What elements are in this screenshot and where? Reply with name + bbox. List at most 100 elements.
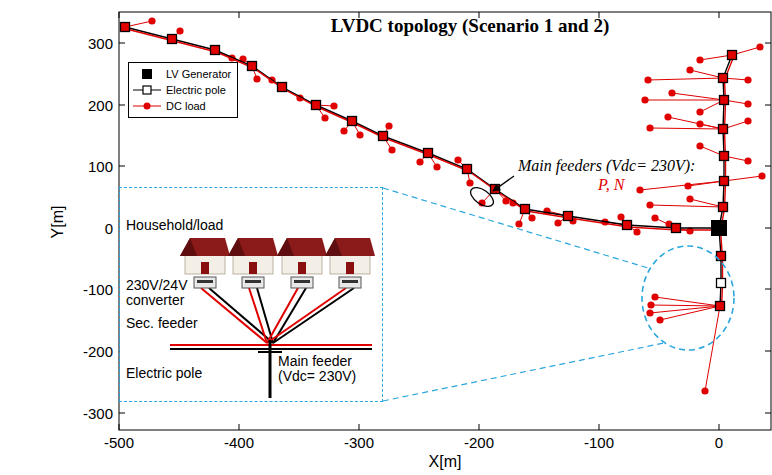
sec-feeder-n [209,288,273,343]
annotation-text: P, N [598,176,624,194]
house-door [346,262,354,274]
dc-load [388,146,395,153]
dc-load [686,195,693,202]
tick-label: -500 [104,434,134,451]
dc-load [356,131,363,138]
dc-load [744,117,751,124]
electric-pole [211,46,220,55]
chart-title: LVDC topology (Scenario 1 and 2) [331,15,610,37]
legend-sample [133,68,161,80]
house-roof [180,238,197,256]
y-tick [765,43,771,44]
converter-detail [342,280,358,283]
axis-title: Y[m] [49,206,67,239]
electric-pole [564,212,573,221]
x-tick [239,424,240,430]
electric-pole [719,74,728,83]
legend-marker [143,86,151,94]
dc-load [744,100,751,107]
inset-box: Household/load230V/24V converterSec. fee… [119,187,383,402]
x-tick [719,424,720,430]
house-wall [282,254,322,274]
axes-frame [119,12,771,430]
legend-box: LV GeneratorElectric pole DC load [128,62,238,118]
electric-pole [720,152,729,161]
dc-load [253,75,260,82]
inset-label: Main feeder (Vdc= 230V) [278,354,378,385]
dc-load [148,17,155,24]
converter [291,277,313,288]
annotation-text: Main feeders (Vdc= 230V): [518,157,695,175]
dc-load [644,76,651,83]
legend-sample [133,100,161,112]
electric-pole [248,62,257,71]
dc-load [176,27,183,34]
load-line [640,181,724,190]
dc-load [744,76,751,83]
zoom-ellipse [642,246,734,350]
house-roof [180,238,230,256]
house-door [249,262,257,274]
x-tick [719,12,720,18]
converter-detail [245,280,261,283]
electric-pole [168,35,177,44]
legend-swatch [142,69,152,79]
load-line [672,93,724,100]
tick-label: -300 [344,434,374,451]
electric-pole [728,51,737,60]
dc-load [633,228,640,235]
feeder-ellipse [467,184,496,210]
load-line [650,128,723,129]
tick-label: -300 [83,405,113,422]
dc-load [684,182,691,189]
x-tick [119,424,120,430]
tick-label: -400 [224,434,254,451]
zoom-line [383,188,648,268]
house-door [201,262,209,274]
electric-pole [717,279,726,288]
legend-text: Electric pole [166,84,226,96]
dc-load [696,56,703,63]
dc-load [744,157,751,164]
inset-label: 230V/24V converter [126,278,198,309]
dc-load [664,113,671,120]
electric-pole [379,132,388,141]
electric-pole [278,83,287,92]
tick-label: 200 [88,97,113,114]
load-line [724,176,762,181]
load-line [705,306,720,391]
zoom-line [383,343,664,401]
house-wall [185,254,225,274]
load-line [668,117,723,129]
electric-pole [521,205,530,214]
house-roof [277,238,294,256]
tick-label: -100 [83,281,113,298]
load-line [688,181,724,186]
y-tick [765,228,771,229]
electric-pole [312,101,321,110]
dc-load [646,124,653,131]
legend-text: LV Generator [166,68,231,80]
converter [242,277,264,288]
electric-pole [269,340,272,398]
y-tick [765,351,771,352]
house-roof [325,238,375,256]
sec-feeder-n [273,288,354,343]
dc-load [646,309,653,316]
electric-pole [719,203,728,212]
dc-load [646,201,653,208]
inset-ground [120,188,382,401]
dc-load [454,156,461,163]
dc-load [528,214,535,221]
dc-load [385,122,392,129]
x-tick [359,424,360,430]
dc-load [515,220,522,227]
dc-load [701,387,708,394]
converter [194,277,216,288]
dc-load [696,120,703,127]
electric-pole [348,117,357,126]
electric-pole [463,165,472,174]
load-line [660,306,720,320]
electric-pole [720,96,729,105]
legend-row: DC load [133,98,231,114]
